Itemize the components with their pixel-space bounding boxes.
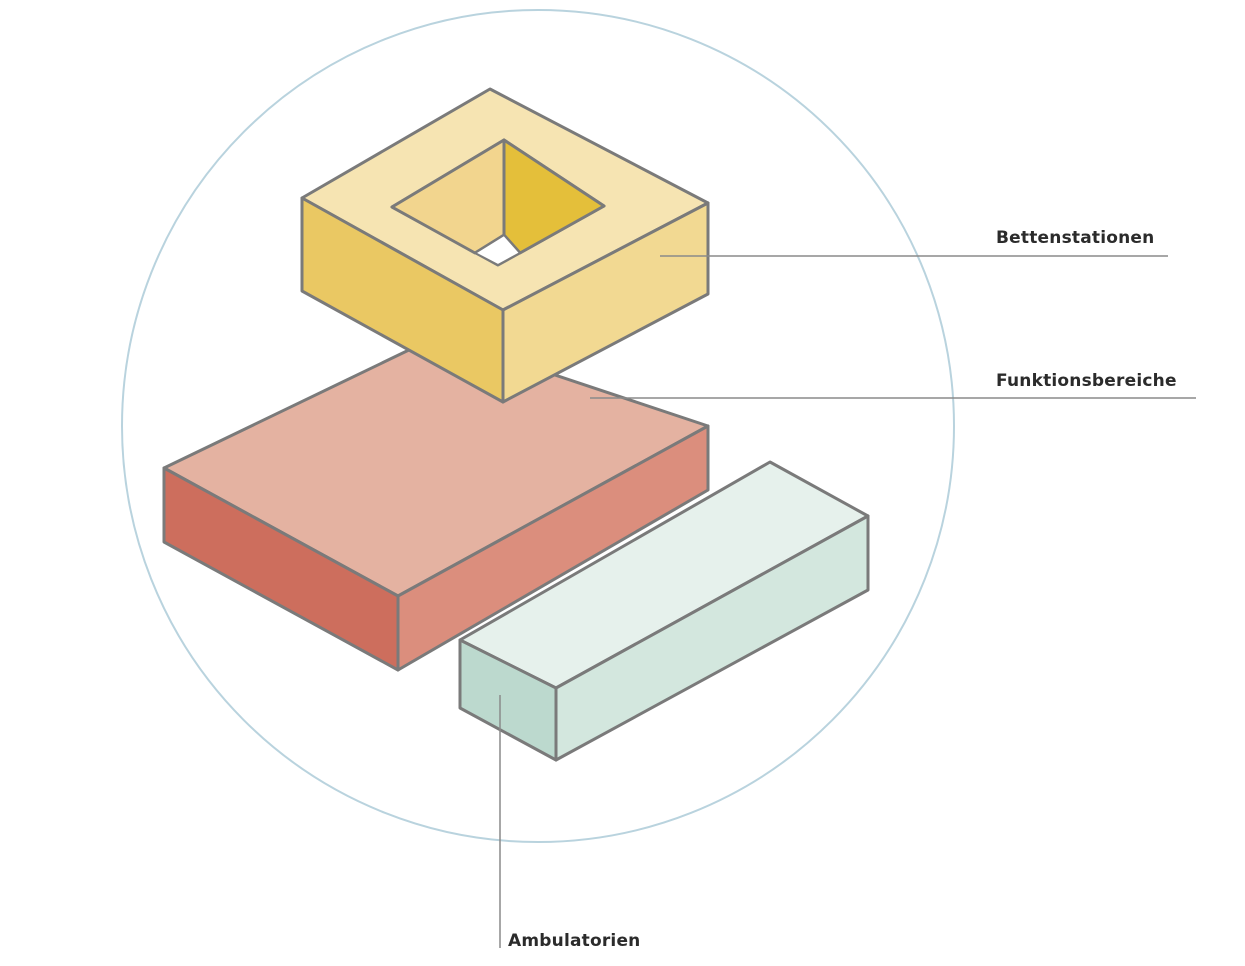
- funktionsbereiche-block: [162, 334, 710, 672]
- bettenstationen-right-face: [501, 201, 710, 404]
- label-bettenstationen: Bettenstationen: [996, 228, 1155, 248]
- site-circle: [121, 9, 955, 843]
- courtyard-opening: [474, 234, 521, 266]
- ambulatorien-block: [458, 460, 870, 762]
- ambulatorien-right-face: [554, 514, 870, 762]
- label-funktionsbereiche: Funktionsbereiche: [996, 371, 1177, 391]
- label-ambulatorien: Ambulatorien: [508, 931, 641, 951]
- bettenstationen-block: [300, 87, 710, 404]
- funktionsbereiche-right-face: [396, 424, 710, 672]
